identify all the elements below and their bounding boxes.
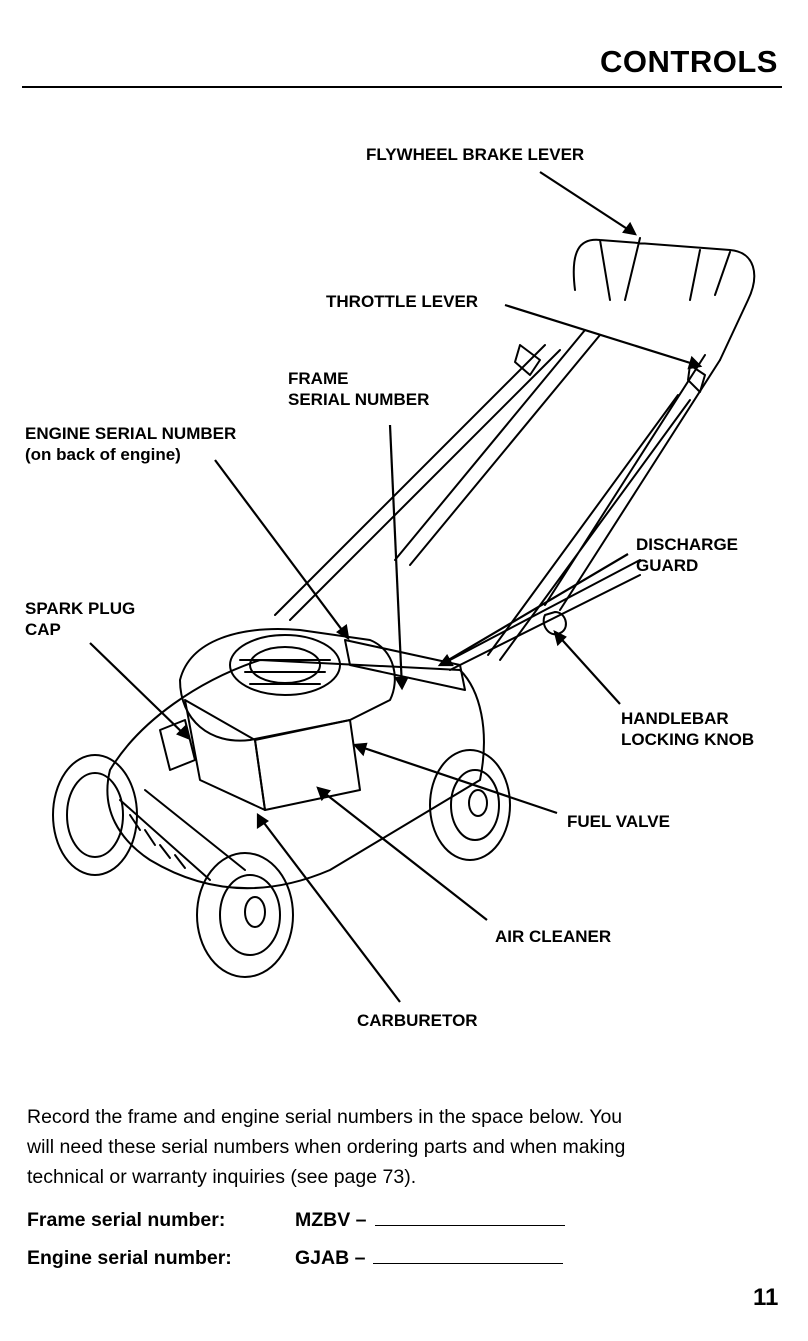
engine-body bbox=[179, 628, 396, 742]
label-engine-serial: ENGINE SERIAL NUMBER (on back of engine) bbox=[25, 423, 236, 465]
lawn-mower-diagram bbox=[52, 171, 756, 1003]
leader-fuel-valve bbox=[354, 743, 558, 815]
air-cleaner-box bbox=[254, 719, 361, 811]
spark-plug-cap-shape bbox=[159, 719, 196, 771]
wheel-rear-right bbox=[429, 749, 511, 861]
engine-fan bbox=[229, 634, 341, 696]
engine-serial-row: Engine serial number: GJAB – bbox=[27, 1245, 564, 1270]
label-handlebar-locking-knob: HANDLEBAR LOCKING KNOB bbox=[621, 708, 754, 750]
instruction-paragraph: Record the frame and engine serial numbe… bbox=[27, 1102, 787, 1192]
label-discharge-guard: DISCHARGE GUARD bbox=[636, 534, 738, 576]
leader-discharge bbox=[439, 553, 629, 666]
engine-serial-blank[interactable] bbox=[373, 1245, 564, 1264]
frame-serial-label: Frame serial number: bbox=[27, 1209, 226, 1231]
paragraph-line-3: technical or warranty inquiries (see pag… bbox=[27, 1166, 417, 1188]
mower-deck bbox=[106, 659, 485, 890]
throttle-lever-shape bbox=[514, 344, 706, 393]
header-rule bbox=[22, 86, 782, 88]
frame-serial-row: Frame serial number: MZBV – bbox=[27, 1207, 565, 1232]
label-throttle-lever: THROTTLE LEVER bbox=[326, 292, 479, 311]
label-frame-serial: FRAME SERIAL NUMBER bbox=[288, 368, 429, 410]
engine-serial-prefix: GJAB – bbox=[295, 1247, 366, 1269]
leader-air-cleaner bbox=[317, 787, 488, 921]
handlebar-knob-shape bbox=[542, 611, 567, 636]
label-handlebar-line2: LOCKING KNOB bbox=[621, 730, 755, 749]
handle-tube-left bbox=[274, 329, 601, 621]
label-discharge-guard-line2: GUARD bbox=[636, 556, 699, 575]
label-discharge-guard-line1: DISCHARGE bbox=[636, 535, 739, 554]
label-frame-serial-line1: FRAME bbox=[288, 369, 349, 388]
leader-carburetor bbox=[257, 814, 401, 1003]
leader-frame-serial bbox=[388, 424, 404, 689]
wheel-front-left bbox=[52, 754, 138, 876]
label-flywheel-brake-lever: FLYWHEEL BRAKE LEVER bbox=[366, 145, 585, 164]
label-spark-plug-cap: SPARK PLUG CAP bbox=[25, 598, 135, 640]
leader-engine-serial bbox=[214, 459, 349, 639]
frame-serial-blank[interactable] bbox=[374, 1207, 565, 1226]
bag-frame bbox=[449, 559, 641, 671]
paragraph-line-2: will need these serial numbers when orde… bbox=[27, 1136, 626, 1158]
frame-serial-prefix: MZBV – bbox=[295, 1209, 367, 1231]
label-air-cleaner: AIR CLEANER bbox=[495, 927, 612, 946]
discharge-guard-shape bbox=[344, 639, 466, 691]
label-handlebar-line1: HANDLEBAR bbox=[621, 709, 729, 728]
label-engine-serial-line1: ENGINE SERIAL NUMBER bbox=[25, 424, 237, 443]
handlebar bbox=[572, 237, 756, 361]
label-spark-plug-line2: CAP bbox=[25, 620, 61, 639]
label-fuel-valve: FUEL VALVE bbox=[567, 812, 670, 831]
leader-spark-plug bbox=[89, 642, 189, 739]
wheel-rear-left bbox=[196, 852, 294, 978]
page-number: 11 bbox=[753, 1284, 779, 1311]
engine-serial-label: Engine serial number: bbox=[27, 1247, 232, 1269]
label-carburetor: CARBURETOR bbox=[357, 1011, 478, 1030]
label-frame-serial-line2: SERIAL NUMBER bbox=[288, 390, 430, 409]
page-title: CONTROLS bbox=[600, 44, 778, 79]
paragraph-line-1: Record the frame and engine serial numbe… bbox=[27, 1106, 623, 1128]
leader-handlebar-knob bbox=[554, 631, 621, 705]
leader-flywheel bbox=[539, 171, 636, 235]
label-engine-serial-line2: (on back of engine) bbox=[25, 445, 181, 464]
leader-throttle bbox=[504, 303, 701, 368]
handle-tube-right bbox=[487, 354, 721, 661]
label-spark-plug-line1: SPARK PLUG bbox=[25, 599, 136, 618]
